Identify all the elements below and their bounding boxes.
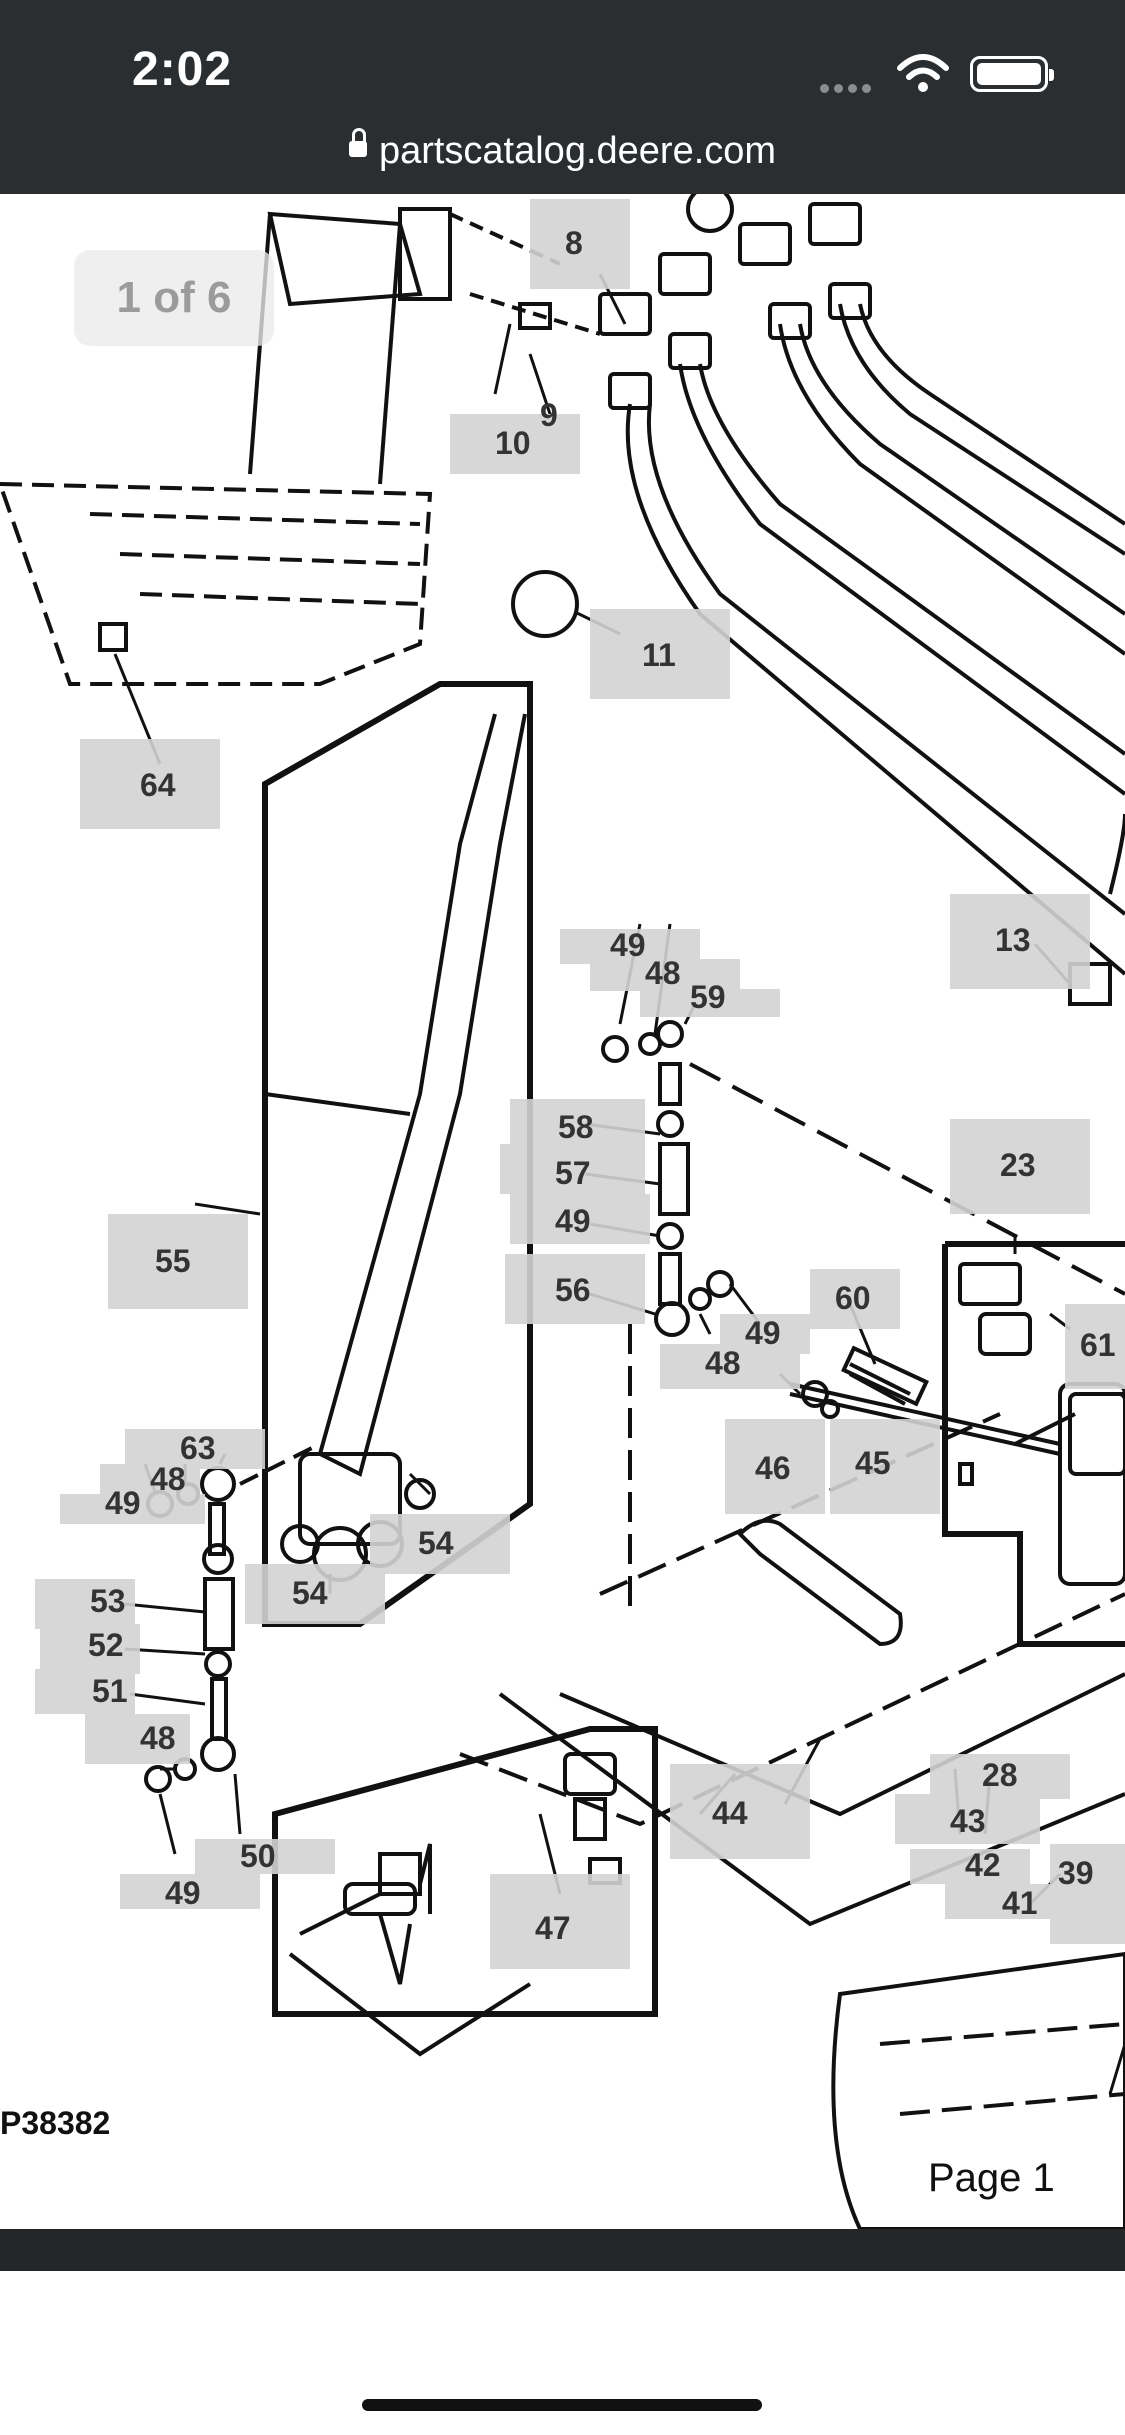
callout-51[interactable]: 51: [92, 1673, 128, 1709]
callout-52[interactable]: 52: [88, 1627, 124, 1663]
callout-54-b[interactable]: 54: [292, 1575, 328, 1611]
callout-23[interactable]: 23: [1000, 1147, 1036, 1183]
callout-42[interactable]: 42: [965, 1847, 1001, 1883]
callout-54-a[interactable]: 54: [418, 1525, 454, 1561]
callout-49-a[interactable]: 49: [610, 927, 646, 963]
callout-48-d[interactable]: 48: [140, 1720, 176, 1756]
callout-58[interactable]: 58: [558, 1109, 594, 1145]
document-viewer[interactable]: 8 9 10 11 64 13 49 48 59 58 57 49 56 23 …: [0, 194, 1125, 2229]
address-bar[interactable]: partscatalog.deere.com: [0, 127, 1125, 173]
callout-43[interactable]: 43: [950, 1803, 986, 1839]
callout-46[interactable]: 46: [755, 1450, 791, 1486]
callout-49-d[interactable]: 49: [105, 1485, 141, 1521]
callout-48-a[interactable]: 48: [645, 955, 681, 991]
callout-28[interactable]: 28: [982, 1757, 1018, 1793]
viewer-bottom-bar: [0, 2229, 1125, 2271]
callout-13[interactable]: 13: [995, 922, 1031, 958]
battery-icon: [970, 56, 1054, 92]
callout-61[interactable]: 61: [1080, 1327, 1116, 1363]
callout-49-e[interactable]: 49: [165, 1875, 201, 1911]
callout-47[interactable]: 47: [535, 1910, 571, 1946]
parts-diagram[interactable]: 8 9 10 11 64 13 49 48 59 58 57 49 56 23 …: [0, 194, 1125, 2229]
callout-11[interactable]: 11: [642, 637, 676, 673]
callout-63[interactable]: 63: [180, 1430, 216, 1466]
page-counter: 1 of 6: [74, 250, 274, 346]
url-text: partscatalog.deere.com: [378, 130, 777, 172]
callout-44[interactable]: 44: [712, 1795, 748, 1831]
callout-59[interactable]: 59: [690, 979, 726, 1015]
callout-60[interactable]: 60: [835, 1280, 871, 1316]
callout-9[interactable]: 9: [540, 397, 558, 433]
callout-49-c[interactable]: 49: [745, 1315, 781, 1351]
callout-10[interactable]: 10: [495, 425, 531, 461]
page-label: Page 1: [928, 2156, 1055, 2200]
callout-55[interactable]: 55: [155, 1243, 191, 1279]
clock: 2:02: [132, 43, 233, 96]
callout-8[interactable]: 8: [565, 225, 583, 261]
wifi-icon: [897, 54, 949, 92]
figure-id: P38382: [0, 2105, 110, 2141]
callout-56[interactable]: 56: [555, 1272, 591, 1308]
callout-48-c[interactable]: 48: [150, 1461, 186, 1497]
callout-39[interactable]: 39: [1058, 1855, 1094, 1891]
callout-45[interactable]: 45: [855, 1445, 891, 1481]
callout-53[interactable]: 53: [90, 1583, 126, 1619]
status-bar: 2:02 partscatalog.deere.com: [0, 0, 1125, 194]
callout-48-b[interactable]: 48: [705, 1345, 741, 1381]
callout-57[interactable]: 57: [555, 1155, 591, 1191]
callout-49-b[interactable]: 49: [555, 1203, 591, 1239]
home-indicator[interactable]: [362, 2399, 762, 2411]
cellular-signal-icon: [820, 80, 876, 98]
callout-64[interactable]: 64: [140, 767, 176, 803]
lock-icon: [348, 127, 367, 157]
callout-50[interactable]: 50: [240, 1838, 276, 1874]
callout-41[interactable]: 41: [1002, 1885, 1038, 1921]
